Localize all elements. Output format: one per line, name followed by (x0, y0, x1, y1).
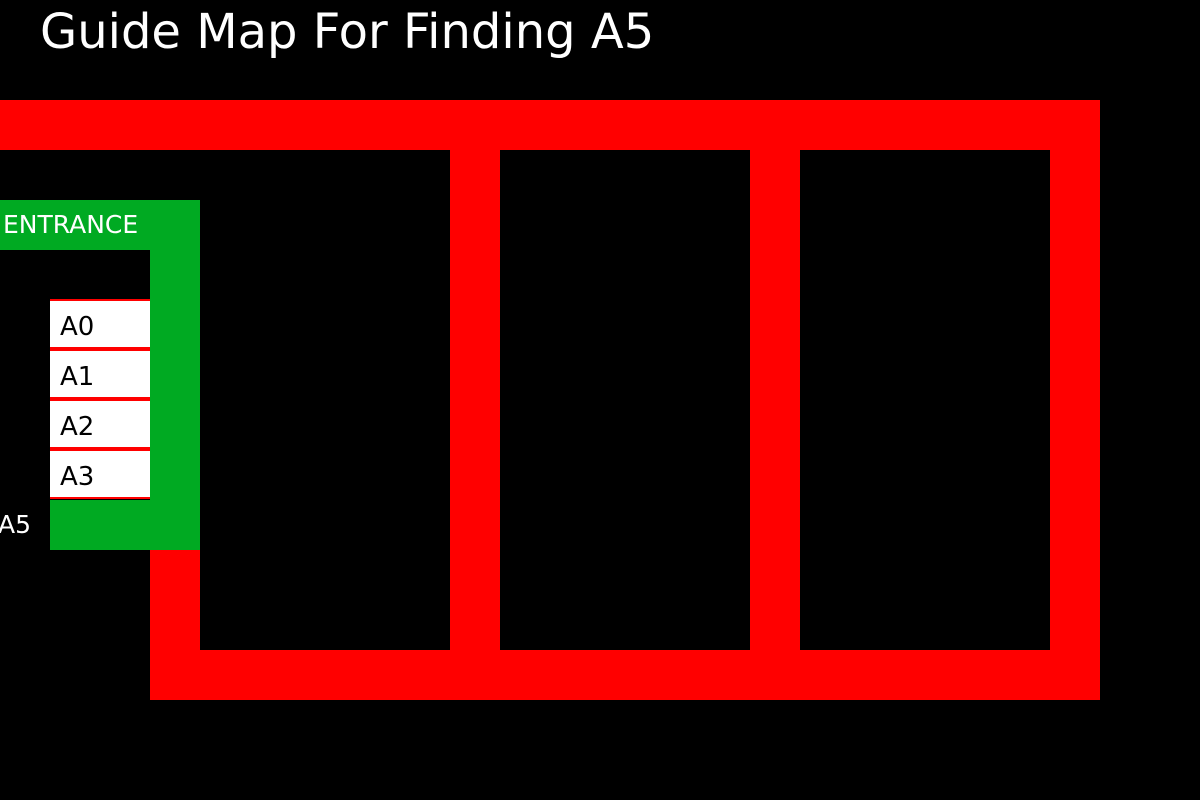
spot-label: A1 (60, 362, 95, 392)
road-top (0, 100, 1100, 150)
spot-label: A2 (60, 412, 95, 442)
parking-spot-a0: A0 (50, 299, 150, 349)
map-title: Guide Map For Finding A5 (40, 4, 655, 60)
entrance-label: ENTRANCE (3, 210, 139, 239)
road-left-lower (150, 540, 200, 700)
parking-spot-a3: A3 (50, 449, 150, 499)
parking-spot-a1: A1 (50, 349, 150, 399)
spot-label: A3 (60, 462, 95, 492)
road-right (1050, 100, 1100, 700)
spot-label: A0 (60, 312, 95, 342)
road-divider-1 (450, 100, 500, 700)
entrance-zone-bottom (50, 500, 200, 550)
entrance-zone-side (150, 200, 200, 550)
road-divider-2 (750, 100, 800, 700)
target-spot-label: A5 (0, 510, 32, 539)
road-bottom (150, 650, 1100, 700)
parking-spot-a2: A2 (50, 399, 150, 449)
